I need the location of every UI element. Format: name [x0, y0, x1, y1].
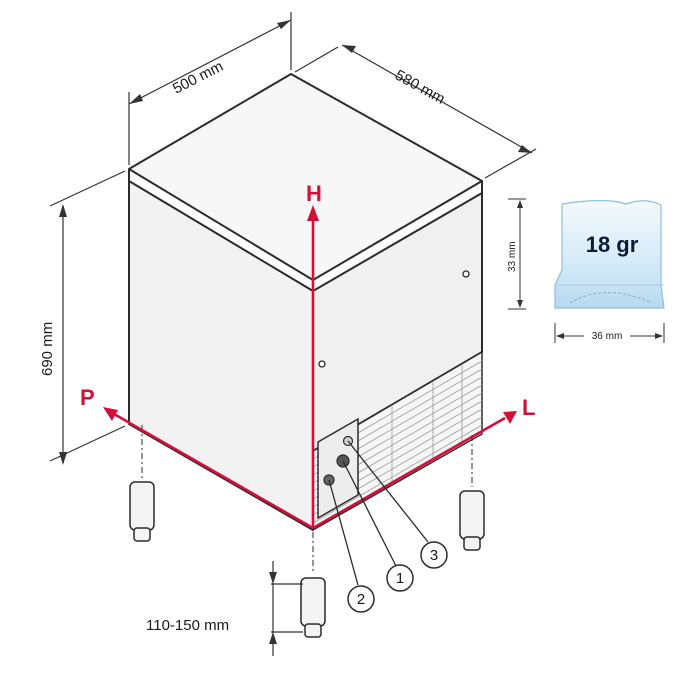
callout-3: 3	[420, 541, 448, 569]
height-dim-label: 690 mm	[39, 322, 56, 376]
feet-dim-label: 110-150 mm	[146, 617, 229, 634]
ice-cube-weight-label: 18 gr	[586, 232, 639, 257]
foot-right	[459, 435, 485, 551]
dimension-lines	[49, 12, 537, 656]
depth-dim-line	[341, 44, 533, 154]
lid-latch-icon	[462, 270, 470, 278]
callout-2: 2	[347, 585, 375, 613]
callout-1: 1	[386, 564, 414, 592]
orientation-axes	[103, 205, 517, 530]
axis-p-arrow-icon	[103, 407, 118, 421]
foot-left	[129, 425, 155, 542]
callout-1-label: 1	[396, 570, 404, 587]
depth-dim-label: 580 mm	[392, 67, 448, 108]
callout-2-label: 2	[357, 591, 365, 608]
axis-l-line	[312, 416, 506, 530]
width-dim-line	[128, 19, 292, 105]
foot-front	[300, 532, 326, 638]
axis-p-label: P	[80, 385, 95, 410]
axis-l-label: L	[522, 395, 535, 420]
ice-cube-icon	[554, 199, 665, 309]
callout-leaders	[328, 440, 429, 586]
ice-cube-width-label: 36 mm	[592, 331, 623, 342]
width-dim-label: 500 mm	[170, 58, 226, 98]
ice-cube-height-label: 33 mm	[507, 241, 518, 272]
axis-l-arrow-icon	[503, 411, 517, 424]
feet	[129, 425, 485, 638]
ice-cube-inset: 18 gr 36 mm 33 mm	[505, 198, 665, 343]
axis-p-line	[113, 412, 314, 530]
axis-h-arrow-icon	[307, 205, 319, 221]
door-latch-icon	[318, 360, 326, 368]
callout-3-label: 3	[430, 547, 438, 564]
axis-h-label: H	[306, 181, 322, 206]
